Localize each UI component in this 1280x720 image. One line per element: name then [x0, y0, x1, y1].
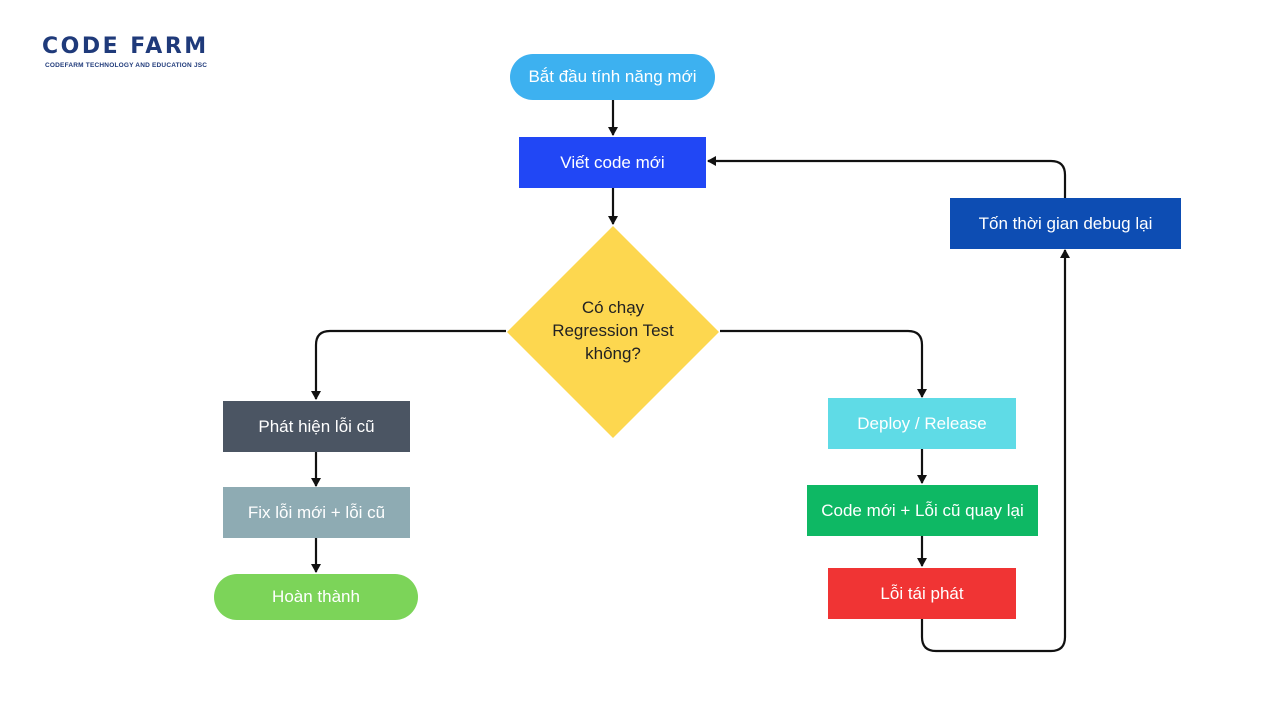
- brand-logo-tagline: CODEFARM TECHNOLOGY AND EDUCATION JSC: [45, 62, 208, 69]
- node-detect-old-bug: Phát hiện lỗi cũ: [223, 401, 410, 452]
- node-recurring-label: Lỗi tái phát: [880, 583, 964, 603]
- decision-diamond-shape: [507, 226, 719, 438]
- node-start: Bắt đầu tính năng mới: [510, 54, 715, 100]
- decision-line-2: Regression Test: [552, 321, 674, 340]
- node-fix-bugs: Fix lỗi mới + lỗi cũ: [223, 487, 410, 538]
- decision-line-3: không?: [585, 344, 641, 363]
- node-bugs-return-label: Code mới + Lỗi cũ quay lại: [821, 500, 1024, 520]
- node-bugs-return: Code mới + Lỗi cũ quay lại: [807, 485, 1038, 536]
- node-deploy-label: Deploy / Release: [857, 413, 987, 433]
- arrow-debug-time-to-write-code: [707, 156, 1067, 198]
- node-decision-label: Có chạy Regression Test không?: [537, 296, 689, 365]
- node-fix-bugs-label: Fix lỗi mới + lỗi cũ: [247, 502, 386, 522]
- node-debug-time-label: Tốn thời gian debug lại: [978, 213, 1153, 233]
- node-done: Hoàn thành: [214, 574, 418, 620]
- decision-line-1: Có chạy: [581, 298, 645, 317]
- node-decision: Có chạy Regression Test không?: [507, 226, 719, 438]
- node-done-label: Hoàn thành: [272, 587, 360, 606]
- arrow-decision-to-deploy: [720, 329, 927, 398]
- node-write-code-label: Viết code mới: [560, 152, 665, 172]
- node-detect-old-bug-label: Phát hiện lỗi cũ: [258, 416, 375, 436]
- node-deploy: Deploy / Release: [828, 398, 1016, 449]
- brand-logo-title: CODE FARM: [42, 34, 209, 59]
- arrow-decision-to-detect-old-bug: [311, 329, 506, 400]
- node-debug-time: Tốn thời gian debug lại: [950, 198, 1181, 249]
- node-recurring: Lỗi tái phát: [828, 568, 1016, 619]
- node-write-code: Viết code mới: [519, 137, 706, 188]
- node-start-label: Bắt đầu tính năng mới: [528, 67, 697, 86]
